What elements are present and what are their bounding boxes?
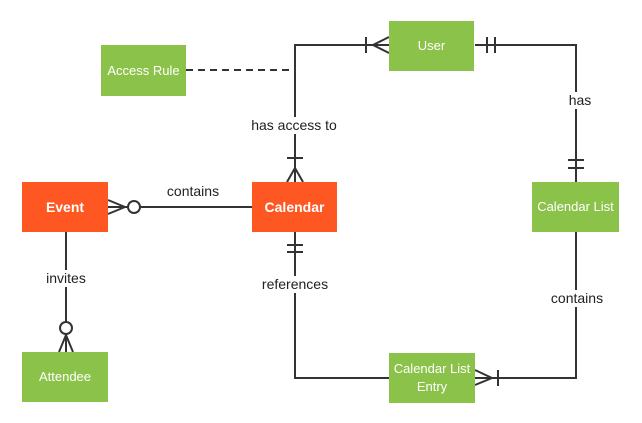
entity-attendee: Attendee bbox=[22, 352, 108, 402]
relationship-label-invites: invites bbox=[41, 270, 91, 287]
entity-event: Event bbox=[22, 182, 108, 232]
entity-access-rule: Access Rule bbox=[101, 45, 186, 96]
entity-calendar-list: Calendar List bbox=[532, 182, 619, 232]
connector-references-calendar-entry bbox=[287, 232, 389, 379]
entity-calendar-list-entry: Calendar List Entry bbox=[389, 353, 475, 403]
connector-has-access-to-calendar-user bbox=[286, 36, 390, 183]
zero-cardinality-circle bbox=[59, 321, 73, 335]
relationship-label-contains-list-entry: contains bbox=[545, 290, 609, 307]
entity-calendar-list-entry-label: Calendar List Entry bbox=[393, 361, 471, 394]
entity-calendar-label: Calendar bbox=[264, 198, 325, 215]
zero-cardinality-circle bbox=[127, 200, 141, 214]
entity-event-label: Event bbox=[45, 198, 85, 215]
entity-attendee-label: Attendee bbox=[38, 369, 92, 385]
relationship-label-references: references bbox=[256, 276, 334, 293]
relationship-label-contains-event-calendar: contains bbox=[166, 183, 220, 199]
connector-contains-event-calendar bbox=[107, 199, 252, 215]
entity-access-rule-label: Access Rule bbox=[107, 62, 180, 78]
relationship-label-has-access-to: has access to bbox=[246, 117, 342, 134]
connector-has-user-calendar-list bbox=[475, 37, 584, 182]
entity-calendar: Calendar bbox=[252, 182, 337, 232]
connector-invites-event-attendee bbox=[58, 232, 74, 353]
connector-contains-calendarlist-entry bbox=[474, 232, 577, 386]
relationship-label-has: has bbox=[563, 92, 597, 109]
entity-user: User bbox=[389, 21, 474, 71]
entity-user-label: User bbox=[417, 38, 446, 54]
entity-calendar-list-label: Calendar List bbox=[537, 199, 614, 215]
